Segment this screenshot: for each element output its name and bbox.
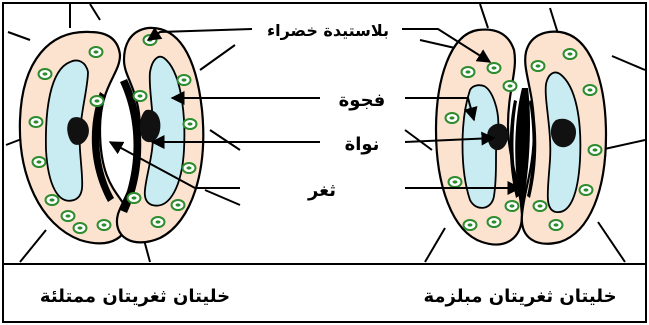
plasmolysed-right-nucleus — [551, 119, 576, 147]
label-vacuole: فجوة — [339, 90, 386, 111]
label-nucleus: نواة — [345, 134, 380, 155]
caption-turgid: خليتان ثغريتان ممتلئة — [40, 286, 230, 307]
caption-plasmolysed: خليتان ثغريتان مبلزمة — [423, 286, 616, 307]
plasmolysed-guard-cells — [436, 30, 606, 245]
turgid-guard-cells — [20, 28, 203, 243]
label-stoma: ثغر — [307, 180, 336, 201]
label-chloroplast: بلاستيدة خضراء — [267, 21, 389, 40]
